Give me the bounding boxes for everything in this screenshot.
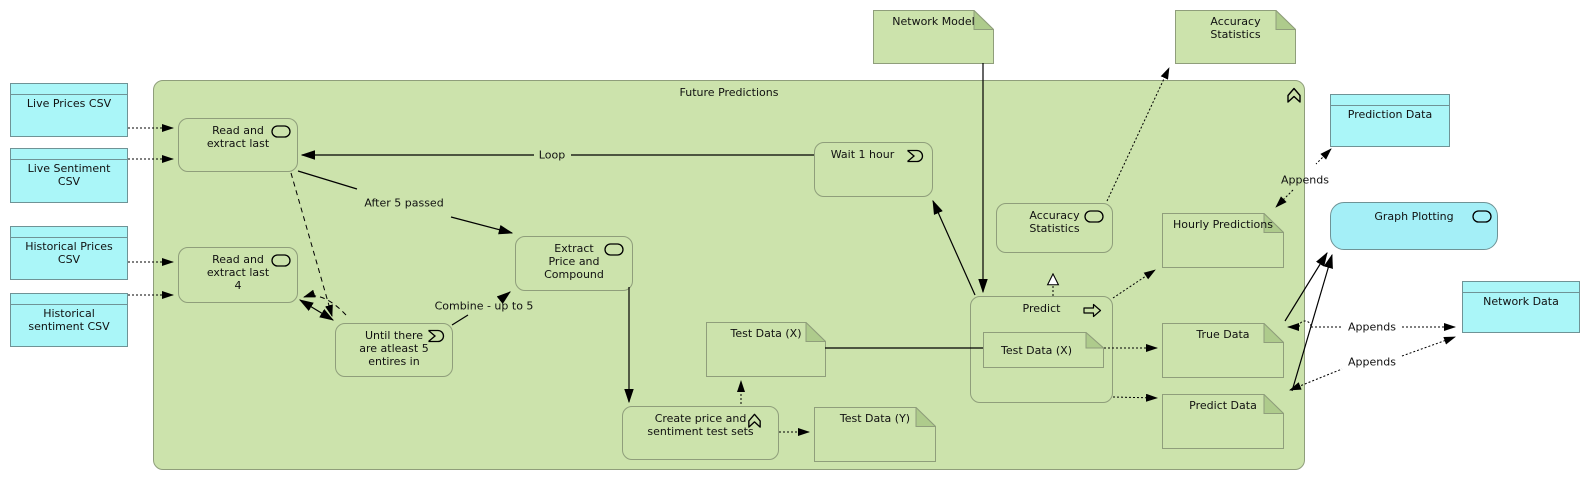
node-label: Historical Prices CSV <box>25 240 113 266</box>
node-label: Prediction Data <box>1347 108 1433 121</box>
application-service-icon <box>271 125 291 138</box>
node-network-data[interactable]: Network Data <box>1462 281 1580 333</box>
node-label: Extract Price and Compound <box>544 242 604 281</box>
node-accuracy-statistics-doc-shape[interactable] <box>1175 10 1296 64</box>
node-label: Graph Plotting <box>1374 210 1454 223</box>
event-icon <box>428 329 445 343</box>
node-test-data-y-shape[interactable] <box>814 407 936 462</box>
edge-appends-predict-network-b[interactable] <box>1401 336 1456 357</box>
node-label: Accuracy Statistics <box>1029 209 1080 235</box>
document-fold <box>973 10 994 30</box>
node-prediction-data[interactable]: Prediction Data <box>1330 94 1450 147</box>
view-reference-icon <box>748 413 761 428</box>
node-test-data-x-shape[interactable] <box>706 322 826 377</box>
node-read-and-extract-last-4[interactable]: Read and extract last 4 <box>178 247 298 303</box>
application-service-icon <box>271 254 291 267</box>
node-label: Create price and sentiment test sets <box>647 412 754 438</box>
node-live-sentiment-csv[interactable]: Live Sentiment CSV <box>10 148 128 203</box>
object-top-strip <box>1331 95 1449 106</box>
node-graph-plotting[interactable]: Graph Plotting <box>1330 202 1498 250</box>
node-label: Live Prices CSV <box>26 97 112 110</box>
edge-label-appends-3: Appends <box>1348 355 1396 369</box>
node-label: Read and extract last 4 <box>206 253 270 292</box>
node-test-data-x-nested-shape[interactable] <box>983 332 1104 368</box>
node-label: Predict <box>1022 302 1061 315</box>
node-true-data-shape[interactable] <box>1162 323 1284 378</box>
node-network-model-shape[interactable] <box>873 10 994 64</box>
node-label: Read and extract last <box>206 124 270 150</box>
node-read-and-extract-last[interactable]: Read and extract last <box>178 118 298 172</box>
object-top-strip <box>11 294 127 305</box>
node-label: Until there are atleast 5 entires in <box>359 329 429 368</box>
node-label: Wait 1 hour <box>830 148 895 161</box>
node-live-prices-csv[interactable]: Live Prices CSV <box>10 83 128 137</box>
node-accuracy-statistics-service[interactable]: Accuracy Statistics <box>996 203 1113 253</box>
object-top-strip <box>1463 282 1579 293</box>
application-service-icon <box>604 243 624 256</box>
document-fold <box>915 407 936 427</box>
node-predict-data-shape[interactable] <box>1162 394 1284 449</box>
application-service-icon <box>1472 210 1492 223</box>
object-top-strip <box>11 84 127 95</box>
object-top-strip <box>11 149 127 160</box>
node-historical-prices-csv[interactable]: Historical Prices CSV <box>10 226 128 280</box>
application-service-icon <box>1084 210 1104 223</box>
node-label: Historical sentiment CSV <box>28 307 110 333</box>
event-icon <box>907 149 924 163</box>
edge-appends-hourly-prediction-a[interactable] <box>1315 148 1332 165</box>
object-top-strip <box>11 227 127 238</box>
node-wait-1-hour[interactable]: Wait 1 hour <box>814 142 933 197</box>
node-hourly-predictions-shape[interactable] <box>1162 213 1284 268</box>
document-fold <box>1085 332 1104 349</box>
node-label: Live Sentiment CSV <box>27 162 111 188</box>
edge-label-appends-2: Appends <box>1348 320 1396 334</box>
node-extract-price-and-compound[interactable]: Extract Price and Compound <box>515 236 633 291</box>
document-fold <box>1263 323 1284 343</box>
node-historical-sentiment-csv[interactable]: Historical sentiment CSV <box>10 293 128 347</box>
node-until-there-are-atleast-5[interactable]: Until there are atleast 5 entires in <box>335 323 453 377</box>
document-fold <box>1263 394 1284 414</box>
document-fold <box>805 322 826 342</box>
node-create-price-sentiment-test-sets[interactable]: Create price and sentiment test sets <box>622 406 779 460</box>
document-fold <box>1275 10 1296 30</box>
node-label: Network Data <box>1483 295 1559 308</box>
process-arrow-icon <box>1083 303 1102 318</box>
document-fold <box>1263 213 1284 233</box>
